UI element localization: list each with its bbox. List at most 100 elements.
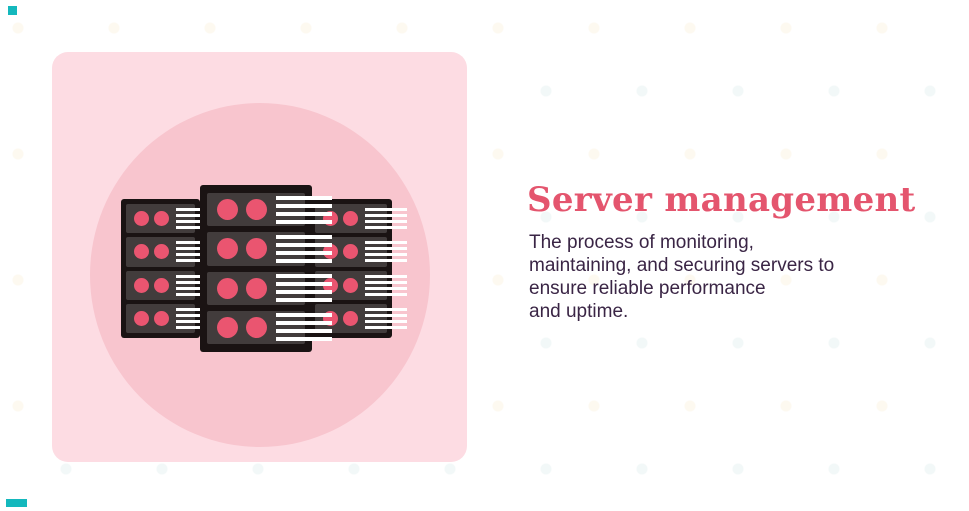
vent-stripes [176,274,218,296]
led-indicator [246,238,267,260]
led-indicator [134,244,149,260]
led-indicator [217,199,238,221]
vent-stripe [276,242,332,247]
server-row [207,310,332,344]
led-indicator [154,211,169,227]
vent-stripe [276,195,332,200]
server-row [315,204,407,234]
vent-stripe [176,214,218,218]
server-row [126,270,218,300]
vent-stripe [176,280,218,284]
vent-stripes [276,274,332,303]
led-indicator [246,316,267,338]
vent-stripe [276,274,332,279]
vent-stripe [176,292,218,296]
vent-stripes [176,208,218,230]
vent-stripe [176,274,218,278]
vent-stripe [176,319,218,323]
server-row [126,237,218,267]
vent-stripe [176,220,218,224]
led-indicator [154,310,169,326]
vent-stripe [276,219,332,224]
vent-stripes [365,274,407,296]
vent-stripe [365,214,407,218]
server-row [315,303,407,333]
led-group [217,277,267,299]
vent-stripe [276,203,332,208]
vent-stripe [176,247,218,251]
server-rack-right-icon [310,199,407,338]
vent-stripe [365,208,407,212]
vent-stripe [365,286,407,290]
vent-stripe [365,220,407,224]
vent-stripe [276,290,332,295]
server-row [315,237,407,267]
vent-stripes [176,307,218,329]
vent-stripe [176,259,218,263]
led-indicator [246,277,267,299]
server-rack-left-icon [121,199,218,338]
vent-stripe [276,258,332,263]
server-row [126,204,218,234]
server-row [207,232,332,266]
led-indicator [343,244,358,260]
led-indicator [134,211,149,227]
vent-stripes [176,241,218,263]
vent-stripes [276,313,332,342]
led-group [134,310,169,326]
vent-stripe [365,292,407,296]
vent-stripe [365,226,407,230]
vent-stripe [365,313,407,317]
page-title: Server management [527,180,916,220]
led-indicator [246,199,267,221]
teal-accent-bottom-left [6,499,27,507]
led-indicator [343,310,358,326]
vent-stripes [365,307,407,329]
vent-stripes [276,234,332,263]
led-group [217,316,267,338]
vent-stripe [176,253,218,257]
led-indicator [217,277,238,299]
vent-stripe [176,286,218,290]
vent-stripe [365,325,407,329]
vent-stripes [365,241,407,263]
vent-stripe [365,253,407,257]
led-group [217,238,267,260]
led-indicator [217,238,238,260]
vent-stripe [365,274,407,278]
vent-stripe [365,307,407,311]
vent-stripe [276,282,332,287]
server-row [207,193,332,227]
vent-stripe [365,241,407,245]
vent-stripe [365,247,407,251]
vent-stripe [176,307,218,311]
page-description: The process of monitoring, maintaining, … [529,232,835,322]
vent-stripes [365,208,407,230]
led-group [134,277,169,293]
server-row [207,271,332,305]
vent-stripe [176,313,218,317]
led-indicator [154,277,169,293]
teal-accent-top-left [8,6,17,15]
led-indicator [217,316,238,338]
vent-stripe [176,325,218,329]
server-rack-middle-icon [200,185,332,352]
vent-stripe [365,259,407,263]
led-indicator [343,211,358,227]
vent-stripe [276,337,332,342]
vent-stripe [365,319,407,323]
led-indicator [343,277,358,293]
vent-stripe [176,226,218,230]
led-indicator [134,277,149,293]
server-row [126,303,218,333]
vent-stripe [276,321,332,326]
led-group [134,244,169,260]
led-group [323,277,358,293]
vent-stripes [276,195,332,224]
led-indicator [154,244,169,260]
vent-stripe [176,241,218,245]
vent-stripe [276,234,332,239]
vent-stripe [276,329,332,334]
led-indicator [134,310,149,326]
vent-stripe [276,211,332,216]
